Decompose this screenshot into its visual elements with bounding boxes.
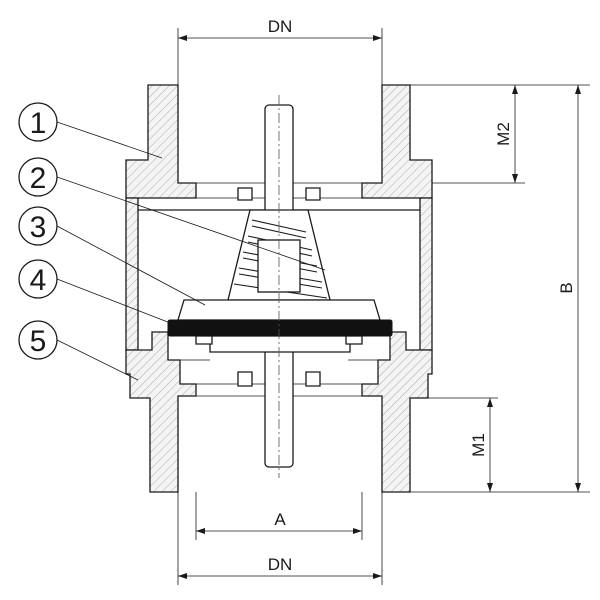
- dimension-dn-bottom: DN: [177, 492, 383, 585]
- part-number-5: 5: [30, 325, 47, 358]
- dimension-label-a: A: [274, 510, 286, 529]
- callout-3: 3: [18, 206, 206, 306]
- dimension-label-dn-bottom: DN: [268, 555, 293, 574]
- part-number-3: 3: [30, 211, 47, 244]
- guide-bridge: [237, 187, 321, 387]
- dimension-m2: M2: [410, 84, 525, 184]
- dimension-dn-top: DN: [177, 17, 383, 85]
- dimension-a: A: [195, 492, 363, 540]
- part-number-4: 4: [30, 264, 47, 297]
- dimension-label-dn-top: DN: [268, 17, 293, 36]
- seal-gasket: [167, 319, 393, 337]
- valve-body-lower: [125, 331, 433, 493]
- callout-1: 1: [18, 102, 163, 159]
- callout-2: 2: [18, 157, 326, 271]
- dimension-label-m2: M2: [494, 122, 513, 146]
- callout-5: 5: [18, 320, 139, 381]
- dimension-b: B: [498, 84, 590, 493]
- part-number-1: 1: [30, 107, 47, 140]
- part-number-2: 2: [30, 162, 47, 195]
- dimension-label-m1: M1: [469, 433, 488, 457]
- callout-4: 4: [18, 259, 179, 327]
- dimension-m1: M1: [410, 397, 498, 493]
- dimension-label-b: B: [557, 282, 576, 293]
- disc-holder: [177, 299, 381, 353]
